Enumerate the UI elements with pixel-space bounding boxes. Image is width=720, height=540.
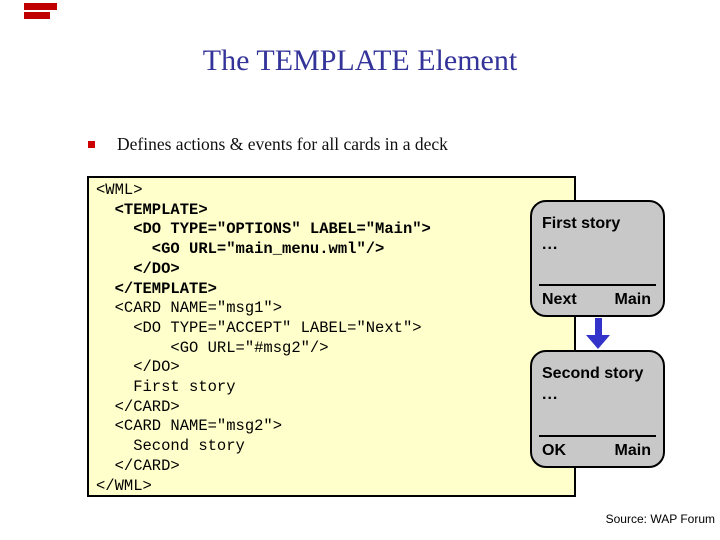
- red-deco-bar-bottom: [24, 12, 50, 19]
- code-line: </CARD>: [96, 397, 180, 416]
- bullet-row: Defines actions & events for all cards i…: [88, 134, 448, 155]
- card-softkey-right: Main: [614, 442, 651, 459]
- card-softkey-left: Next: [542, 291, 577, 308]
- code-line: Second story: [96, 437, 245, 456]
- card-title: First story: [542, 215, 621, 232]
- source-credit: Source: WAP Forum: [605, 512, 715, 526]
- phone-card-second-story: Second story ... OK Main: [530, 350, 665, 468]
- code-line: </DO>: [96, 259, 180, 278]
- code-line: <GO URL="main_menu.wml"/>: [96, 240, 385, 259]
- slide-title: The TEMPLATE Element: [202, 44, 518, 77]
- down-arrow-icon: [586, 318, 610, 349]
- code-line: <TEMPLATE>: [96, 200, 208, 219]
- code-line: <CARD NAME="msg2">: [96, 417, 283, 436]
- code-line: <WML>: [96, 181, 143, 199]
- square-bullet-icon: [88, 141, 95, 148]
- code-line: <GO URL="#msg2"/>: [96, 338, 329, 357]
- card-softkey-left: OK: [542, 442, 566, 459]
- code-line: </WML>: [96, 476, 152, 495]
- code-line: First story: [96, 378, 236, 397]
- card-ellipsis: ...: [542, 386, 559, 403]
- code-line: <DO TYPE="ACCEPT" LABEL="Next">: [96, 318, 422, 337]
- card-separator: [539, 435, 656, 437]
- card-separator: [539, 284, 656, 286]
- red-deco-bar-top: [24, 3, 57, 10]
- bullet-text: Defines actions & events for all cards i…: [117, 134, 448, 154]
- card-softkey-right: Main: [614, 291, 651, 308]
- card-title: Second story: [542, 365, 644, 382]
- code-line: </TEMPLATE>: [96, 279, 217, 298]
- phone-card-first-story: First story ... Next Main: [530, 200, 665, 317]
- code-line: </DO>: [96, 358, 180, 377]
- code-line: <CARD NAME="msg1">: [96, 299, 283, 318]
- wml-code-block: <WML> <TEMPLATE> <DO TYPE="OPTIONS" LABE…: [87, 176, 576, 497]
- card-ellipsis: ...: [542, 236, 559, 253]
- code-line: </CARD>: [96, 456, 180, 475]
- code-line: <DO TYPE="OPTIONS" LABEL="Main">: [96, 220, 431, 239]
